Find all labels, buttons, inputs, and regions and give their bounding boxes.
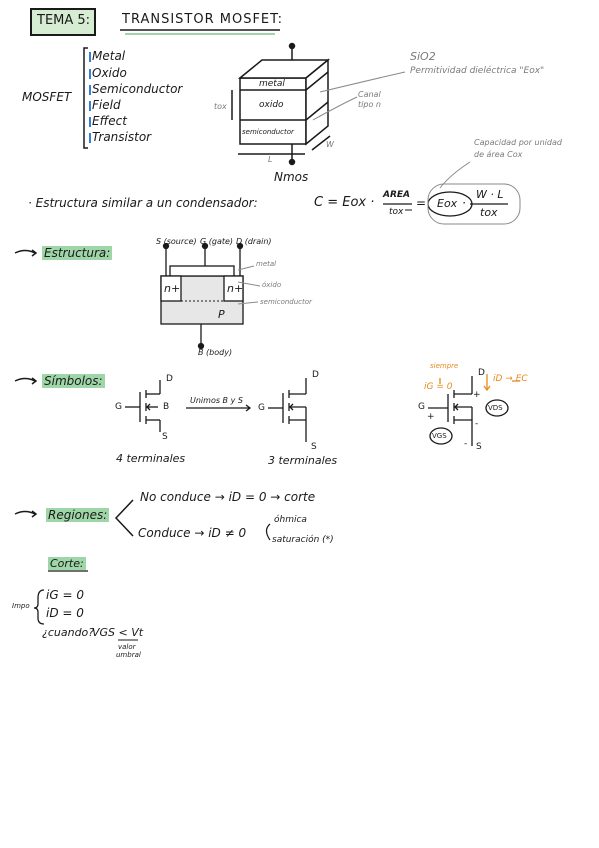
regiones-ohmica: óhmica xyxy=(274,515,307,525)
ig-zero-label: iG = 0 xyxy=(424,382,453,392)
sym-r-plus-d: + xyxy=(473,390,481,400)
id-ec-label: iD → EC xyxy=(493,374,528,384)
acronym-line-oxido: Oxido xyxy=(92,66,127,80)
struct-p: P xyxy=(218,308,225,321)
regiones-heading: Regiones: xyxy=(46,508,110,522)
cox-note-1: Capacidad por unidad xyxy=(474,138,562,147)
symbol-biased xyxy=(428,376,509,446)
estructura-heading: Estructura: xyxy=(42,246,113,260)
acronym-line-semiconductor: Semiconductor xyxy=(92,82,183,96)
sym-r-minus-g: - xyxy=(464,439,468,449)
corte-id: iD = 0 xyxy=(46,606,84,620)
mos-block xyxy=(231,42,331,166)
sym4-s: S xyxy=(162,432,168,442)
sym3-d: D xyxy=(312,370,319,380)
corte-vgs-lt: VGS < Vt xyxy=(92,626,144,639)
unimos-label: Unimos B y S xyxy=(190,396,243,405)
acronym-word: MOSFET xyxy=(22,90,72,104)
sym-r-plus-g: + xyxy=(427,412,435,422)
regiones-no-conduce: No conduce → iD = 0 → corte xyxy=(140,490,316,504)
struct-g: G (gate) xyxy=(200,237,234,246)
sym4-b: B xyxy=(163,402,170,412)
struct-d: D (drain) xyxy=(236,237,272,246)
page-title: TRANSISTOR MOSFET: xyxy=(122,12,284,27)
struct-oxido: óxido xyxy=(262,281,282,289)
estructura-arrow xyxy=(14,249,36,254)
block-layer-semi: semiconductor xyxy=(242,128,294,136)
acronym-line-field: Field xyxy=(92,98,121,112)
formula-wl: W · L xyxy=(476,188,504,201)
sym3-g: G xyxy=(258,403,265,413)
block-pointers xyxy=(312,71,471,189)
cox-circle-outer xyxy=(427,183,521,225)
formula-tox1: tox xyxy=(389,207,404,217)
tema-label: TEMA 5: xyxy=(37,13,91,28)
struct-s: S (source) xyxy=(156,237,197,246)
sym4-d: D xyxy=(166,374,173,384)
block-canal-1: Canal xyxy=(358,90,381,99)
corte-cuando: ¿cuando? xyxy=(42,626,95,639)
corte-brace xyxy=(33,589,45,625)
three-terminals: 3 terminales xyxy=(268,454,338,467)
vds-label: VDS xyxy=(488,404,503,412)
title-underline xyxy=(120,29,280,35)
sym4-g: G xyxy=(115,402,122,412)
symbol-3-terminal xyxy=(268,378,307,442)
block-sio2: SiO2 xyxy=(410,50,436,63)
regiones-brace xyxy=(114,499,134,537)
acronym-line-effect: Effect xyxy=(92,114,127,128)
simbolos-heading: Símbolos: xyxy=(42,374,105,388)
regiones-arrow xyxy=(14,510,36,515)
symbol-4-terminal xyxy=(125,380,161,432)
siempre-label: siempre xyxy=(430,362,459,370)
sym3-s: S xyxy=(311,442,317,452)
formula-area: AREA xyxy=(383,190,411,200)
struct-n-left: n+ xyxy=(164,282,181,295)
acronym-line-metal: Metal xyxy=(92,49,126,63)
struct-b: B (body) xyxy=(198,348,233,357)
regiones-saturacion: saturación (*) xyxy=(272,535,334,545)
sym-r-s: S xyxy=(476,442,482,452)
block-tox: tox xyxy=(214,102,227,111)
block-permitividad: Permitividad dieléctrica "Eox" xyxy=(410,66,545,76)
block-nmos: Nmos xyxy=(274,170,309,184)
formula-tox2: tox xyxy=(480,206,498,219)
corte-umbral: umbral xyxy=(116,651,141,659)
corte-heading: Corte: xyxy=(48,557,86,570)
block-l: L xyxy=(268,155,273,164)
formula-eox: Eox xyxy=(437,197,458,210)
cox-note-2: de área Cox xyxy=(474,150,523,159)
block-w: W xyxy=(326,140,334,149)
corte-impo: Impo xyxy=(12,602,30,610)
simbolos-arrow xyxy=(14,377,36,382)
corte-ig: iG = 0 xyxy=(46,588,84,602)
struct-metal: metal xyxy=(256,260,277,268)
tema-box: TEMA 5: xyxy=(30,8,96,36)
formula-dot: · xyxy=(462,196,466,210)
corte-valor: valor xyxy=(118,643,136,651)
acronym-line-transistor: Transistor xyxy=(92,130,152,144)
current-arrows xyxy=(439,374,520,392)
four-terminals: 4 terminales xyxy=(116,452,186,465)
struct-n-right: n+ xyxy=(227,282,244,295)
block-canal-2: tipo n xyxy=(358,100,381,109)
block-layer-oxido: oxido xyxy=(259,100,284,110)
sym-r-d: D xyxy=(478,368,485,378)
acronym-bracket xyxy=(83,47,88,149)
regiones-conduce: Conduce → iD ≠ 0 xyxy=(138,526,247,540)
conduce-brace xyxy=(265,523,271,541)
capacitor-text: · Estructura similar a un condensador: xyxy=(28,196,258,210)
structure-pointers xyxy=(237,265,261,305)
struct-semiconductor: semiconductor xyxy=(260,298,312,306)
sym-r-g: G xyxy=(418,402,425,412)
structure-cross-section xyxy=(160,242,244,350)
vgs-label: VGS xyxy=(432,432,447,440)
formula-c: C = Eox · xyxy=(314,195,375,210)
formula-eq: = xyxy=(416,196,427,210)
sym-r-minus-d: - xyxy=(475,419,479,429)
block-layer-metal: metal xyxy=(259,79,285,89)
